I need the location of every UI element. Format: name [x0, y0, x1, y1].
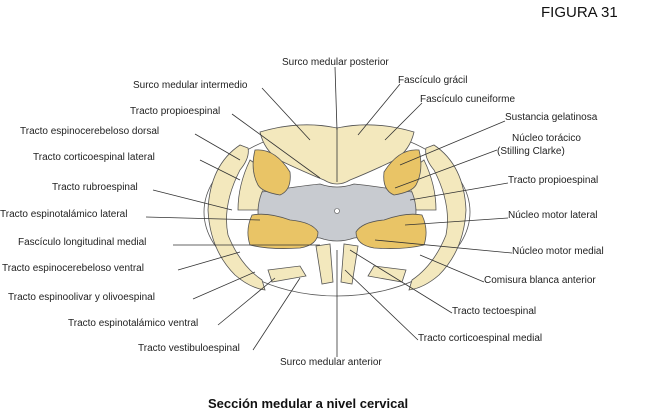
label-propioespinal-right: Tracto propioespinal [508, 175, 598, 186]
leader-line [217, 277, 276, 326]
label-cuneiforme: Fascículo cuneiforme [420, 94, 515, 105]
label-propioespinal-left: Tracto propioespinal [130, 106, 220, 117]
label-espinocerebeloso-ventral: Tracto espinocerebeloso ventral [2, 263, 144, 274]
central-canal [334, 208, 340, 214]
lateral-funiculus-left [207, 144, 266, 291]
label-surco-intermedio: Surco medular intermedio [133, 80, 248, 91]
spinal-cord-section [203, 124, 471, 297]
label-tectoespinal: Tracto tectoespinal [452, 306, 536, 317]
leader-line [349, 249, 453, 314]
label-espinotalamico-ventral: Tracto espinotalámico ventral [68, 318, 198, 329]
label-stilling: (Stilling Clarke) [497, 146, 565, 157]
label-surco-posterior: Surco medular posterior [282, 57, 389, 68]
anterior-funiculus-right [340, 243, 359, 285]
label-gracil: Fascículo grácil [398, 75, 467, 86]
leader-line [152, 189, 233, 211]
ventral-horn-right [355, 213, 427, 249]
leader-lines [145, 66, 513, 357]
dorsal-horn-right [383, 149, 422, 196]
label-gelatinosa: Sustancia gelatinosa [505, 112, 598, 123]
anterior-funiculus-left [315, 243, 334, 285]
label-corticoespinal-lateral: Tracto corticoespinal lateral [33, 152, 155, 163]
leader-line [194, 133, 241, 161]
leader-line [404, 217, 509, 226]
leader-line [252, 277, 301, 351]
leader-line [357, 83, 401, 136]
ventral-tract-right [367, 265, 407, 283]
leader-line [374, 239, 513, 254]
caption: Sección medular a nivel cervical [208, 396, 408, 411]
label-surco-anterior: Surco medular anterior [280, 357, 382, 368]
leader-line [334, 66, 338, 131]
label-toracico: Núcleo torácico [512, 133, 581, 144]
label-motor-medial: Núcleo motor medial [512, 246, 604, 257]
leader-line [399, 120, 506, 166]
leader-line [344, 269, 419, 341]
lateral-funiculus-right [408, 144, 467, 291]
leader-line [261, 87, 311, 141]
leader-line [192, 271, 256, 300]
label-vestibuloespinal: Tracto vestibuloespinal [138, 343, 240, 354]
leader-line [145, 216, 261, 221]
ventral-tract-left [267, 265, 307, 283]
leader-line [419, 254, 485, 283]
label-espinotalamico-lateral: Tracto espinotalámico lateral [0, 209, 127, 220]
leader-line [384, 102, 423, 141]
label-corticoespinal-medial: Tracto corticoespinal medial [418, 333, 542, 344]
leader-line [199, 159, 241, 181]
label-motor-lateral: Núcleo motor lateral [508, 210, 597, 221]
leader-line [409, 182, 509, 201]
label-comisura: Comisura blanca anterior [484, 275, 596, 286]
figure-label: FIGURA 31 [541, 4, 618, 21]
dorsal-horn-left [252, 149, 291, 196]
label-espinocerebeloso-dorsal: Tracto espinocerebeloso dorsal [20, 126, 159, 137]
label-rubroespinal: Tracto rubroespinal [52, 182, 138, 193]
leader-line [177, 251, 241, 271]
label-fasciculo-longitudinal: Fascículo longitudinal medial [18, 237, 146, 248]
label-espinoolivar: Tracto espinoolivar y olivoespinal [8, 292, 155, 303]
ventral-horn-left [247, 213, 319, 249]
leader-line [231, 113, 321, 179]
leader-line [394, 149, 498, 189]
